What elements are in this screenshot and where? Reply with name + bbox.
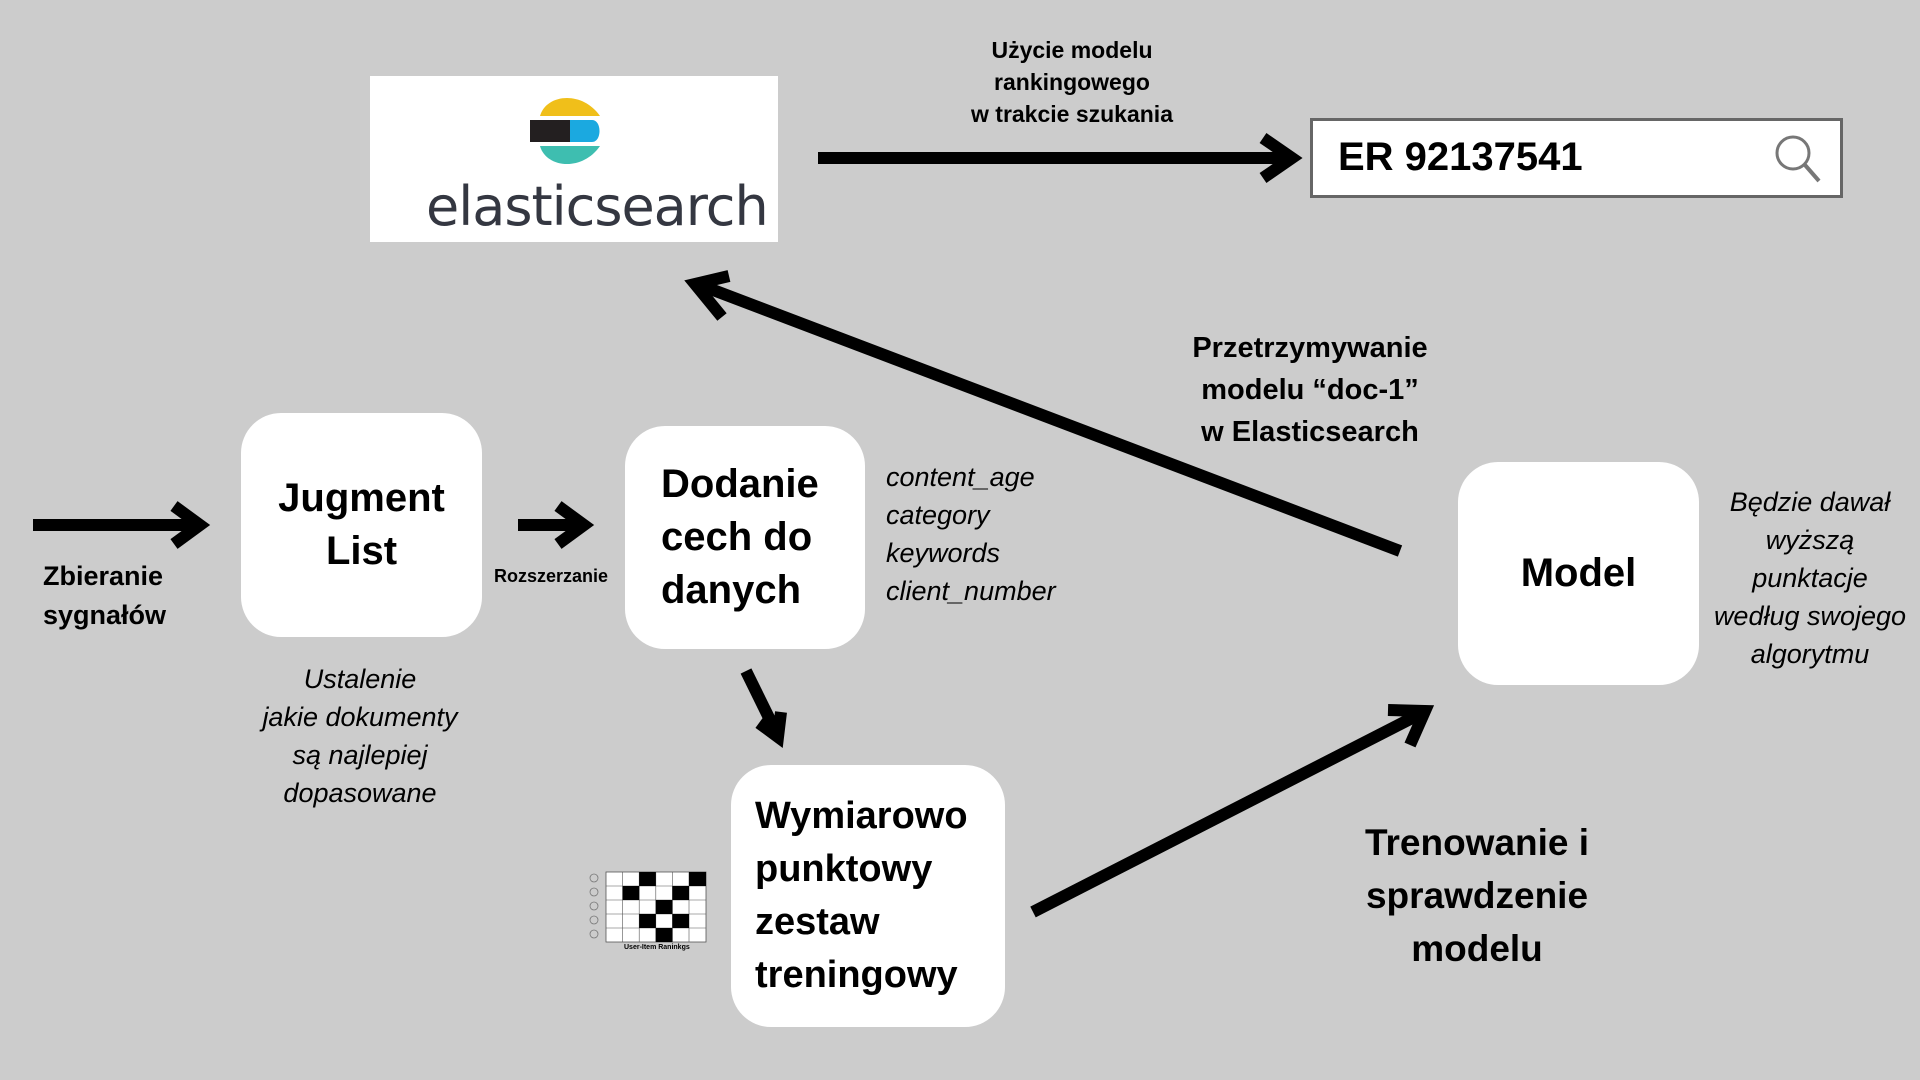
arrow-signals-in [33, 501, 211, 549]
feature-item: client_number [886, 576, 1056, 606]
search-icon[interactable] [1773, 133, 1823, 185]
collecting-signals-line: Zbieranie [43, 561, 164, 591]
elasticsearch-wordmark: elasticsearch [426, 175, 769, 238]
add-features-title: Dodanie [661, 462, 819, 507]
ranking-use-line: rankingowego [994, 69, 1150, 95]
feature-item: keywords [886, 538, 1001, 568]
feature-item: category [886, 500, 990, 530]
add-features-box: Dodanie cech do danych [625, 426, 865, 649]
arrow-model-to-elasticsearch [684, 270, 1403, 557]
search-input[interactable]: ER 92137541 [1310, 118, 1843, 198]
model-box: Model [1458, 462, 1699, 685]
training-label: Trenowanie i sprawdzenie modelu [1305, 816, 1649, 975]
training-line: Trenowanie i [1364, 822, 1590, 863]
judgment-list-box: Jugment List [241, 413, 482, 637]
model-note-line: Będzie dawał [1729, 487, 1891, 517]
training-set-title: Wymiarowo [755, 795, 968, 837]
grid-caption: User-Item Raninkgs [624, 944, 690, 951]
storing-model-line: Przetrzymywanie [1192, 332, 1428, 364]
feature-item: content_age [886, 462, 1035, 492]
model-note-line: wyższą [1765, 525, 1855, 555]
add-features-title: danych [661, 567, 802, 612]
storing-model-label: Przetrzymywanie modelu “doc-1” w Elastic… [1130, 327, 1490, 453]
training-line: sprawdzenie [1365, 875, 1589, 916]
training-set-box: Wymiarowo punktowy zestaw treningowy [731, 765, 1005, 1027]
training-set-title: treningowy [755, 954, 958, 996]
model-note-line: punktacje [1752, 563, 1868, 593]
elasticsearch-logo: elasticsearch [370, 76, 778, 242]
judgment-list-title: Jugment [278, 476, 445, 521]
arrow-features-to-trainingset [740, 668, 787, 748]
search-input-value: ER 92137541 [1338, 135, 1583, 179]
model-note-line: według swojego [1713, 601, 1907, 631]
training-line: modelu [1411, 928, 1543, 969]
storing-model-line: w Elasticsearch [1201, 416, 1419, 448]
extension-label: Rozszerzanie [494, 566, 609, 586]
elasticsearch-logo-icon [530, 97, 600, 165]
add-features-title: cech do [661, 515, 813, 560]
arrow-trainingset-to-model [1030, 704, 1435, 918]
judgment-note-line: jakie dokumenty [262, 702, 458, 732]
user-item-rankings-grid-icon [589, 871, 707, 943]
judgment-note-line: są najlepiej [292, 740, 428, 770]
judgment-note-line: Ustalenie [303, 664, 417, 694]
collecting-signals-line: sygnałów [43, 600, 167, 630]
ranking-use-line: w trakcie szukania [971, 101, 1173, 127]
arrow-to-search-box [818, 133, 1303, 183]
model-title: Model [1520, 551, 1637, 596]
training-set-title: punktowy [755, 848, 933, 890]
arrow-extension [518, 501, 595, 549]
storing-model-line: modelu “doc-1” [1201, 374, 1419, 406]
ranking-use-label: Użycie modelu rankingowego w trakcie szu… [912, 34, 1232, 130]
training-set-title: zestaw [755, 901, 880, 943]
ranking-use-line: Użycie modelu [991, 37, 1153, 63]
user-item-rankings-grid: User-Item Raninkgs [586, 870, 708, 958]
features-note: content_age category keywords client_num… [886, 458, 1056, 610]
judgment-note-line: dopasowane [283, 778, 437, 808]
judgment-list-title: List [325, 529, 398, 573]
model-note: Będzie dawał wyższą punktacje według swo… [1700, 483, 1920, 673]
model-note-line: algorytmu [1750, 639, 1870, 669]
judgment-note: Ustalenie jakie dokumenty są najlepiej d… [240, 660, 480, 812]
collecting-signals-label: Zbieranie sygnałów [43, 557, 166, 635]
